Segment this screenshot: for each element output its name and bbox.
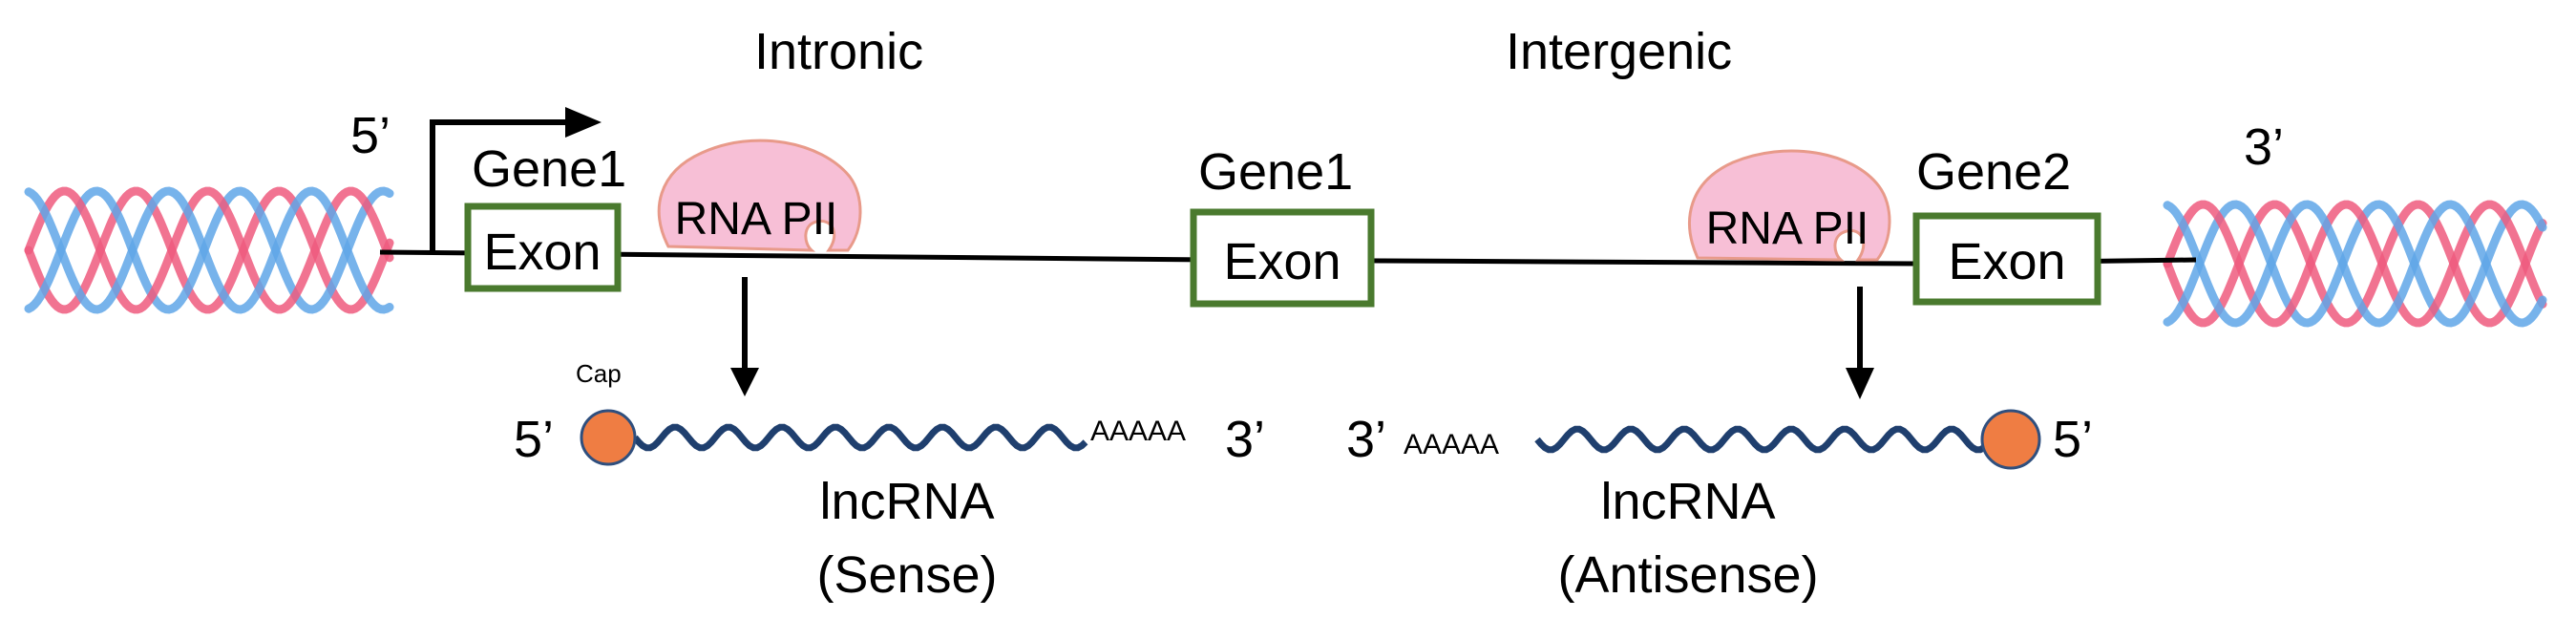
lncrna-name: lncRNA: [1600, 473, 1775, 530]
polya-tail-label: AAAAA: [1404, 429, 1499, 460]
rna-polymerase-icon: [657, 139, 862, 252]
heading-intronic: Intronic: [754, 23, 923, 80]
gene-label: Gene1: [1198, 143, 1353, 201]
dna-5prime-label: 5’: [350, 107, 391, 164]
exon-box: [1190, 208, 1375, 308]
cap-circle-icon: [580, 409, 637, 466]
exon-label: Exon: [1948, 233, 2065, 290]
helix-backbone: [24, 186, 394, 314]
dna-helix-right: [2163, 200, 2547, 328]
rna-polymerase-icon: [1688, 149, 1891, 262]
cap-label: Cap: [576, 359, 622, 388]
helix-backbone: [2163, 200, 2547, 328]
exon-box: [1912, 212, 2101, 306]
lncrna-name: lncRNA: [819, 473, 994, 530]
lncrna-orientation: (Antisense): [1557, 546, 1818, 604]
polymerase-label: RNA PII: [675, 194, 838, 245]
helix-backbone: [2163, 200, 2547, 328]
transcription-arrow-down-icon: [730, 277, 759, 396]
rna-5prime-label: 5’: [2053, 411, 2093, 468]
rna-3prime-label: 3’: [1346, 411, 1386, 468]
rna-strand-wave: [1534, 425, 1986, 454]
transcription-arrow-down-icon: [1846, 287, 1874, 399]
dna-3prime-label: 3’: [2244, 118, 2284, 176]
dna-helix-left: [24, 186, 394, 314]
polymerase-label: RNA PII: [1706, 203, 1869, 254]
helix-backbone: [24, 186, 394, 314]
cap-circle-icon: [1980, 409, 2041, 470]
rna-5prime-label: 5’: [514, 411, 554, 468]
helix-backbone: [2163, 200, 2547, 328]
rna-3prime-label: 3’: [1225, 411, 1265, 468]
polya-tail-label: AAAAA: [1090, 416, 1186, 447]
transcription-start-arrow-icon: [430, 107, 602, 252]
gene-label: Gene2: [1916, 143, 2071, 201]
lncrna-orientation: (Sense): [816, 546, 997, 604]
exon-label: Exon: [483, 224, 601, 281]
heading-intergenic: Intergenic: [1506, 23, 1732, 80]
rna-strand-wave: [632, 423, 1088, 452]
exon-box: [464, 203, 622, 292]
exon-label: Exon: [1223, 233, 1341, 290]
helix-backbone: [2163, 200, 2547, 328]
gene-label: Gene1: [472, 140, 626, 198]
